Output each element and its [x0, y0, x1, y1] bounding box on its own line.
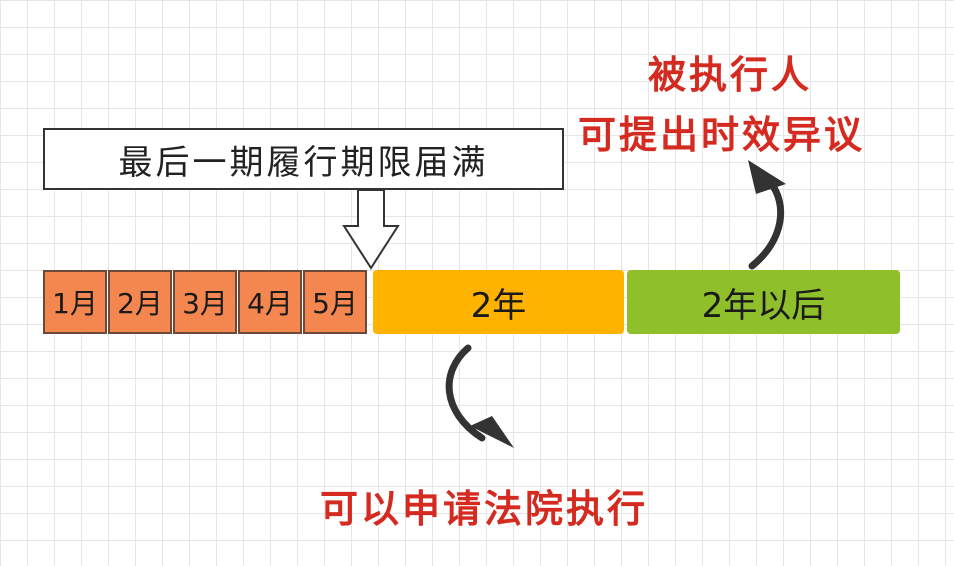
after-two-years-bar: 2年以后 — [627, 270, 900, 334]
month-label-4: 4月 — [247, 287, 293, 320]
debtor-label: 被执行人 — [648, 53, 813, 97]
month-label-3: 3月 — [182, 287, 228, 320]
month-label-5: 5月 — [312, 287, 358, 320]
month-cell-3: 3月 — [173, 270, 237, 334]
month-cell-2: 2月 — [108, 270, 172, 334]
month-cell-4: 4月 — [238, 270, 302, 334]
month-cell-1: 1月 — [43, 270, 107, 334]
two-year-period-label: 2年 — [470, 285, 527, 326]
month-label-1: 1月 — [52, 287, 98, 320]
curved-arrow-up-icon — [748, 160, 786, 270]
month-label-2: 2月 — [117, 287, 163, 320]
deadline-callout-text: 最后一期履行期限届满 — [118, 142, 489, 183]
deadline-callout-box: 最后一期履行期限届满 — [43, 128, 564, 190]
curved-arrow-down-icon — [445, 344, 514, 448]
month-cell-5: 5月 — [303, 270, 367, 334]
two-year-period-bar: 2年 — [373, 270, 624, 334]
limitation-objection-label: 可提出时效异议 — [578, 113, 866, 157]
after-two-years-label: 2年以后 — [701, 285, 826, 326]
hollow-down-arrow-icon — [342, 189, 400, 270]
apply-enforcement-label: 可以申请法院执行 — [320, 487, 649, 531]
